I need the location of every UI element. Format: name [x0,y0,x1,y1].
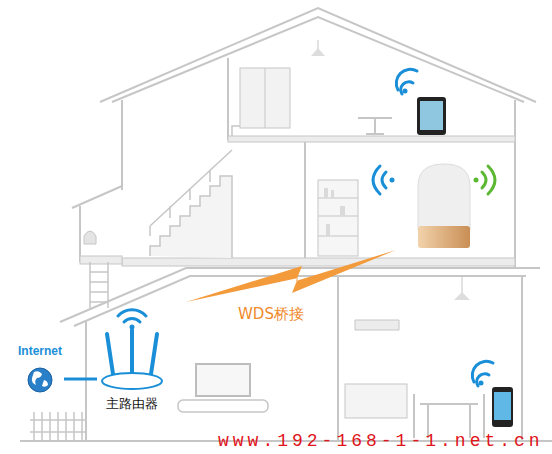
bookshelf [318,180,358,256]
internet-node: Internet [16,344,64,392]
router-antenna [107,330,157,374]
internet-globe [28,368,52,392]
tv-cabinet [178,400,268,412]
phone-screen [494,392,511,420]
watermark: www.192-168-1-1.net.cn [218,431,544,451]
books [324,188,345,236]
bridge-label: WDS桥接 [238,305,304,324]
bookshelf [318,198,358,236]
wds-extender [418,164,470,230]
wall [227,58,229,140]
lamp [311,48,325,56]
wall [304,142,306,262]
roof-line [100,8,536,102]
wifi-signal [390,178,395,183]
wall [521,276,523,440]
ladder [90,262,108,308]
stair-rail [150,150,232,236]
wifi-signal [403,89,408,94]
lamp [462,276,463,294]
globe-land [32,371,48,386]
wifi-signal [474,178,479,183]
wifi-signal [118,310,146,322]
node-text: Internet [18,344,62,358]
phone [492,387,513,427]
network-cable [64,378,97,381]
plant [84,231,96,244]
router-node: 主路由器 [97,312,167,412]
lamp [454,292,470,300]
wall [85,320,87,440]
wardrobe [240,68,290,128]
roof-line [72,186,122,208]
floor-band [122,258,515,266]
wall-art [355,320,399,330]
roof-line [112,17,524,102]
tablet-screen [420,101,443,130]
wds-bolt [186,250,396,302]
tablet [417,97,446,135]
floor-band [80,256,122,264]
wall [79,206,81,262]
wifi-signal [472,361,493,386]
wall [121,100,123,190]
tv [196,364,250,396]
wifi-signal [396,69,417,94]
wifi-signal [373,166,386,194]
wifi-signal [482,166,495,194]
wardrobe [265,68,266,128]
wall [337,276,339,440]
wall [514,100,516,268]
floor-band [228,136,515,142]
fence [30,412,86,440]
node-text: 主路由器 [106,396,158,412]
table [358,118,392,134]
router-body [102,373,162,389]
sideboard [345,384,407,418]
wifi-signal [130,325,135,330]
extender-base [418,226,470,248]
wifi-signal [479,381,484,386]
